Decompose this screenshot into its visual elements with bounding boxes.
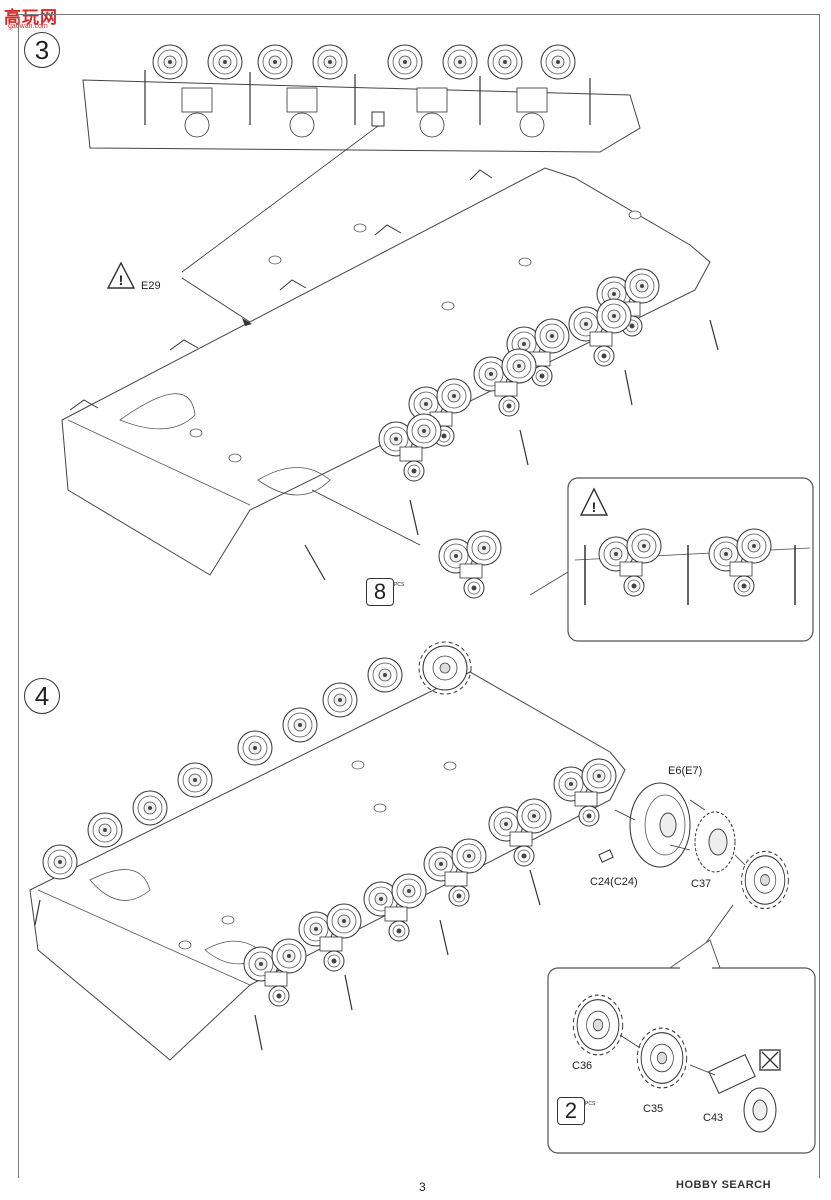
step-4-number: 4 [24, 678, 60, 714]
part-label-e29: E29 [141, 280, 161, 292]
part-label-c36: C36 [572, 1060, 593, 1072]
part-label-c43: C43 [703, 1112, 724, 1124]
step3-hull [61, 167, 719, 581]
part-label-c35: C35 [643, 1103, 664, 1115]
step4-idler-exploded [598, 782, 789, 966]
part-label-c24: C24(C24) [590, 876, 638, 888]
part-label-e6: E6(E7) [668, 765, 703, 777]
site-url: gaowan.com [8, 23, 48, 30]
page-number: 3 [419, 1180, 426, 1194]
step4-callout-drawing [572, 994, 777, 1133]
quantity-badge-2: 2 PCS [557, 1097, 595, 1125]
step3-side-strip [82, 44, 641, 273]
page-frame [18, 14, 820, 1178]
quantity-badge-8: 8 PCS [366, 578, 404, 606]
bogie-subassembly [439, 531, 501, 598]
site-logo: 高玩网 [4, 8, 58, 28]
step-3-number: 3 [24, 32, 60, 68]
step4-hull [29, 641, 626, 1061]
step3-callout-drawing [574, 529, 811, 605]
part-label-c37: C37 [691, 878, 712, 890]
hobby-search-logo: HOBBY SEARCH [676, 1179, 772, 1191]
